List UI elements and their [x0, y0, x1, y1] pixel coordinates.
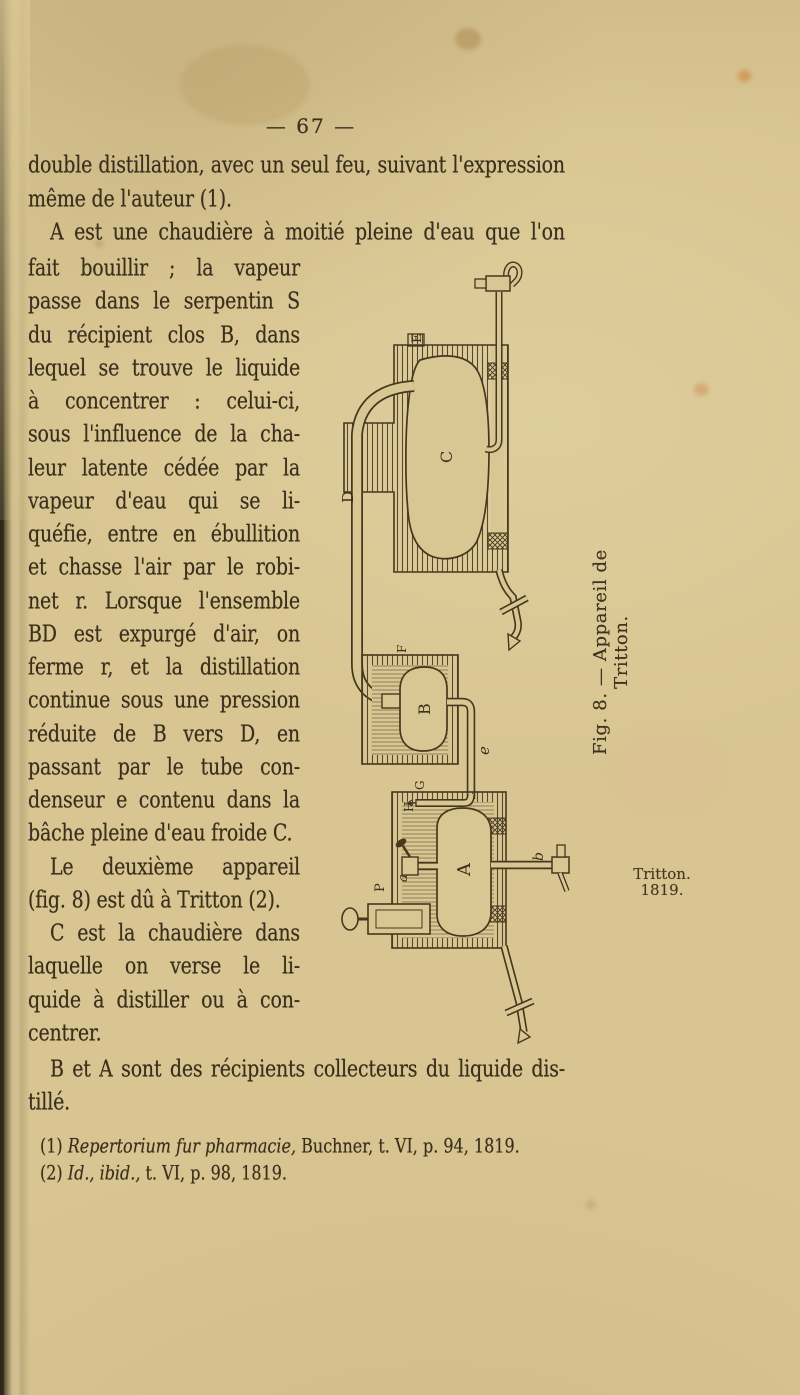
text-line: même de l'auteur (1). — [28, 184, 232, 213]
binding-edge — [0, 0, 30, 1395]
condenser-tube-e — [447, 697, 476, 799]
figure-label-g: G — [413, 780, 427, 790]
safety-tap-icon — [474, 261, 523, 292]
figure-label-a-tap: a — [396, 874, 411, 882]
wall-gland-icon — [487, 532, 509, 550]
bath-drain-tap-icon — [500, 945, 535, 1045]
vessel-b — [381, 666, 448, 752]
boiler-drain-tap-icon — [495, 569, 529, 652]
paper-stain — [455, 28, 481, 50]
text-line: (fig. 8) est dû à Tritton (2). — [28, 886, 281, 914]
footnote-line: (2) Id., ibid., t. VI, p. 98, 1819. — [40, 1161, 287, 1185]
text-line: tillé. — [28, 1088, 70, 1116]
figure-label-e-tube: e — [475, 746, 493, 755]
figure-label-b-vessel: B — [415, 703, 434, 715]
chimney-e-icon — [407, 333, 425, 347]
figure-label-b-tube: b — [531, 852, 547, 861]
vessel-c — [405, 355, 490, 560]
tap-a-icon — [395, 838, 438, 876]
footnote-line: (1) Repertorium fur pharmacie, Buchner, … — [40, 1134, 520, 1158]
pump-p — [341, 903, 431, 935]
paper-stain — [586, 1200, 596, 1209]
figure-caption: Fig. 8. — Appareil de Tritton. — [590, 549, 632, 755]
text-line: centrer. — [28, 1019, 102, 1047]
figure-credit-name: Tritton. — [633, 865, 691, 883]
figure-credit: Tritton. 1819. — [620, 866, 704, 898]
figure-label-f: F — [395, 645, 409, 653]
paper-stain — [180, 45, 310, 125]
binding-edge-fade — [0, 0, 30, 520]
feed-pipe — [484, 292, 503, 454]
figure-label-p: P — [373, 883, 388, 892]
paper-stain — [694, 383, 709, 396]
vessel-a — [436, 807, 492, 937]
figure-label-d: D — [339, 491, 357, 503]
page-number: — 67 — — [265, 114, 357, 138]
figure-label-c: C — [437, 451, 456, 463]
figure-label-a-vessel: A — [454, 862, 475, 877]
tube-h — [406, 793, 475, 807]
figure-label-e-chimney: E — [410, 334, 425, 344]
figure-credit-year: 1819. — [640, 881, 684, 899]
text-line: bâche pleine d'eau froide C. — [28, 819, 293, 848]
figure-label-h: H — [402, 802, 416, 812]
paper-stain — [738, 70, 751, 82]
tap-b-icon — [551, 844, 570, 892]
figure-engraving: E C D F B e G H A a P b — [339, 261, 570, 1045]
